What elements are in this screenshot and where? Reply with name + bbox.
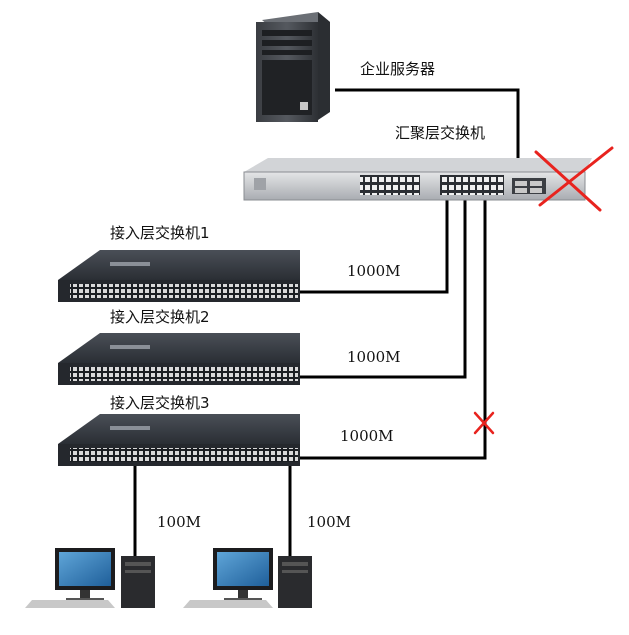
pc-left-icon bbox=[25, 548, 155, 608]
access2-uplink-cable bbox=[300, 197, 467, 379]
server-uplink-cable bbox=[335, 88, 520, 188]
pc-left-speed-label: 100M bbox=[157, 513, 201, 531]
access-switch-1-label: 接入层交换机1 bbox=[110, 224, 210, 242]
uplink2-speed-label: 1000M bbox=[347, 348, 401, 366]
access-switch-1-icon bbox=[58, 250, 300, 302]
pc-right-speed-label: 100M bbox=[307, 513, 351, 531]
server-label: 企业服务器 bbox=[360, 60, 436, 78]
access-switch-3-label: 接入层交换机3 bbox=[110, 394, 210, 412]
access1-uplink-cable bbox=[300, 197, 449, 294]
server-icon bbox=[256, 12, 330, 122]
access3-uplink-fault-cross-icon bbox=[473, 411, 495, 435]
access3-uplink-cable bbox=[300, 197, 487, 460]
access-switch-3-icon bbox=[58, 414, 300, 466]
access-switch-2-icon bbox=[58, 333, 300, 385]
aggregation-fault-cross-icon bbox=[534, 146, 614, 212]
pc-right-icon bbox=[183, 548, 312, 608]
aggregation-switch-icon bbox=[243, 158, 592, 201]
uplink3-speed-label: 1000M bbox=[340, 427, 394, 445]
aggregation-switch-label: 汇聚层交换机 bbox=[395, 124, 486, 142]
uplink1-speed-label: 1000M bbox=[347, 262, 401, 280]
access-switch-2-label: 接入层交换机2 bbox=[110, 308, 210, 326]
